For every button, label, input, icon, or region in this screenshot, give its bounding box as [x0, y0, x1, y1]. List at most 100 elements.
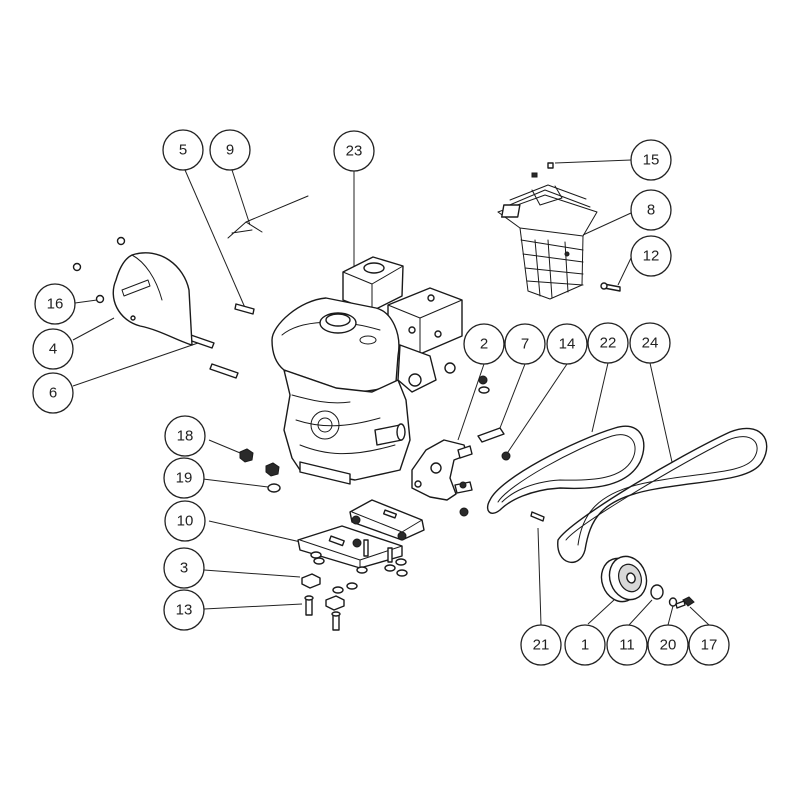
leader-3 [203, 569, 301, 578]
part-belt-22 [486, 425, 645, 514]
nut-near-engine [444, 362, 456, 374]
nut-16b [72, 262, 82, 272]
leader-14 [507, 363, 568, 453]
svg-text:5: 5 [179, 142, 187, 159]
leader-22 [591, 362, 609, 433]
svg-text:14: 14 [559, 336, 576, 353]
part-nut-18 [239, 448, 254, 463]
part-rail-hardware [310, 551, 408, 594]
callouts: 5 9 23 15 8 12 16 4 6 2 7 14 22 24 18 19… [32, 129, 730, 666]
callout-12: 12 [630, 235, 672, 277]
callout-8: 8 [630, 189, 672, 231]
leader-20 [667, 605, 674, 626]
part-washer-11 [650, 584, 664, 600]
callout-13: 13 [163, 589, 205, 631]
callout-7: 7 [504, 323, 546, 365]
part-belt-cover [72, 236, 193, 346]
svg-text:9: 9 [226, 142, 234, 159]
part-7 [477, 427, 505, 443]
svg-text:19: 19 [176, 470, 193, 487]
svg-text:6: 6 [49, 385, 57, 402]
leader-2 [457, 363, 485, 441]
leader-11 [628, 599, 653, 626]
leader-6 [72, 342, 199, 387]
callout-19: 19 [163, 457, 205, 499]
callout-10: 10 [164, 500, 206, 542]
svg-text:8: 8 [647, 202, 655, 219]
svg-text:4: 4 [49, 341, 57, 358]
leader-21 [537, 527, 542, 626]
part-screw-12 [600, 282, 621, 292]
callout-21: 21 [520, 624, 562, 666]
svg-text:24: 24 [642, 335, 659, 352]
part-engine [271, 256, 463, 485]
part-mount-rails [297, 499, 425, 569]
nut-16a [116, 236, 126, 246]
svg-text:3: 3 [180, 560, 188, 577]
callout-20: 20 [647, 624, 689, 666]
leader-18 [208, 439, 246, 456]
svg-text:7: 7 [521, 336, 529, 353]
leader-4 [72, 317, 115, 341]
part-nut-near-19 [265, 462, 280, 477]
callout-16: 16 [34, 283, 76, 325]
part-throttle-cable [227, 195, 309, 239]
leader-15 [554, 159, 632, 164]
part-bolts-13 [304, 595, 341, 631]
part-spacers-3 [301, 573, 345, 611]
callout-24: 24 [629, 322, 671, 364]
svg-text:22: 22 [600, 335, 617, 352]
callout-23: 23 [333, 130, 375, 172]
part-tensioner-bracket [411, 439, 473, 501]
callout-17: 17 [688, 624, 730, 666]
svg-text:20: 20 [660, 637, 677, 654]
callout-5: 5 [162, 129, 204, 171]
part-screws-15 [531, 162, 554, 178]
nut-16c [95, 294, 105, 304]
svg-text:1: 1 [581, 637, 589, 654]
svg-text:10: 10 [177, 513, 194, 530]
part-guard-cage [497, 184, 598, 300]
leader-16 [74, 299, 98, 304]
callout-4: 4 [32, 328, 74, 370]
part-key-21 [530, 511, 545, 522]
svg-text:11: 11 [619, 637, 635, 654]
svg-text:13: 13 [176, 602, 193, 619]
callout-22: 22 [587, 322, 629, 364]
callout-15: 15 [630, 139, 672, 181]
callout-9: 9 [209, 129, 251, 171]
leader-1 [587, 599, 615, 625]
part-nuts-near-bracket [459, 375, 490, 517]
leader-17 [689, 606, 710, 626]
leader-19 [202, 478, 269, 488]
svg-text:2: 2 [480, 336, 488, 353]
leader-7 [499, 363, 526, 429]
part-lockwasher-20 [668, 597, 678, 607]
svg-text:23: 23 [346, 143, 363, 160]
part-washer-19 [267, 483, 281, 493]
callout-14: 14 [546, 323, 588, 365]
leader-9 [231, 169, 251, 226]
svg-text:18: 18 [177, 428, 194, 445]
leader-12 [617, 257, 632, 286]
svg-text:15: 15 [643, 152, 660, 169]
callout-11: 11 [606, 624, 648, 666]
leader-8 [582, 212, 632, 236]
callout-3: 3 [163, 547, 205, 589]
part-14 [501, 451, 511, 461]
leader-13 [203, 603, 303, 610]
part-bolt-17 [675, 596, 695, 609]
svg-text:17: 17 [701, 637, 718, 654]
leader-10 [208, 520, 306, 544]
callout-6: 6 [32, 372, 74, 414]
part-pins-6 [185, 333, 239, 379]
callout-1: 1 [564, 624, 606, 666]
leader-lines [72, 159, 710, 626]
part-belt-24 [557, 427, 768, 563]
svg-text:16: 16 [47, 296, 64, 313]
callout-18: 18 [164, 415, 206, 457]
part-pulley [600, 555, 648, 603]
leader-24 [649, 362, 673, 463]
svg-text:12: 12 [643, 248, 660, 265]
